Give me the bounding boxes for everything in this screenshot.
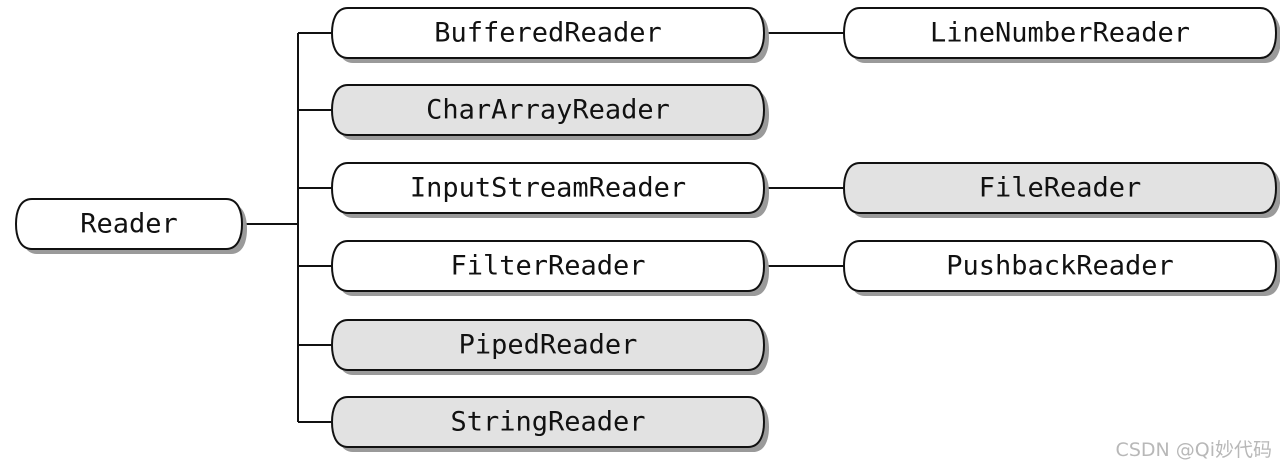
node-body: [842, 162, 1278, 214]
node-char-array-reader: CharArrayReader: [330, 84, 769, 140]
node-input-stream-reader: InputStreamReader: [330, 162, 769, 218]
node-label: PushbackReader: [946, 251, 1174, 282]
node-reader: Reader: [14, 198, 247, 254]
node-body: [330, 240, 766, 292]
node-line-number-reader: LineNumberReader: [842, 7, 1280, 63]
node-body: [330, 396, 766, 448]
node-body: [842, 7, 1278, 59]
node-string-reader: StringReader: [330, 396, 769, 452]
node-body: [330, 319, 766, 371]
node-label: CharArrayReader: [426, 95, 670, 126]
node-body: [14, 198, 244, 250]
node-label: InputStreamReader: [410, 173, 686, 204]
node-label: PipedReader: [459, 330, 638, 361]
node-label: StringReader: [450, 407, 645, 438]
node-body: [330, 7, 766, 59]
node-body: [330, 162, 766, 214]
node-file-reader: FileReader: [842, 162, 1280, 218]
node-pushback-reader: PushbackReader: [842, 240, 1280, 296]
watermark: CSDN @Qi妙代码: [1115, 439, 1272, 461]
node-body: [330, 84, 766, 136]
node-piped-reader: PipedReader: [330, 319, 769, 375]
node-filter-reader: FilterReader: [330, 240, 769, 296]
node-buffered-reader: BufferedReader: [330, 7, 769, 63]
node-label: FilterReader: [450, 251, 645, 282]
node-label: LineNumberReader: [930, 18, 1190, 49]
connector-lines: [242, 32, 844, 423]
node-label: FileReader: [979, 173, 1142, 204]
node-body: [842, 240, 1278, 292]
class-nodes: Reader BufferedReader LineNumberReaderChar…: [14, 7, 1280, 452]
node-label: Reader: [80, 209, 178, 240]
node-label: BufferedReader: [434, 18, 662, 49]
